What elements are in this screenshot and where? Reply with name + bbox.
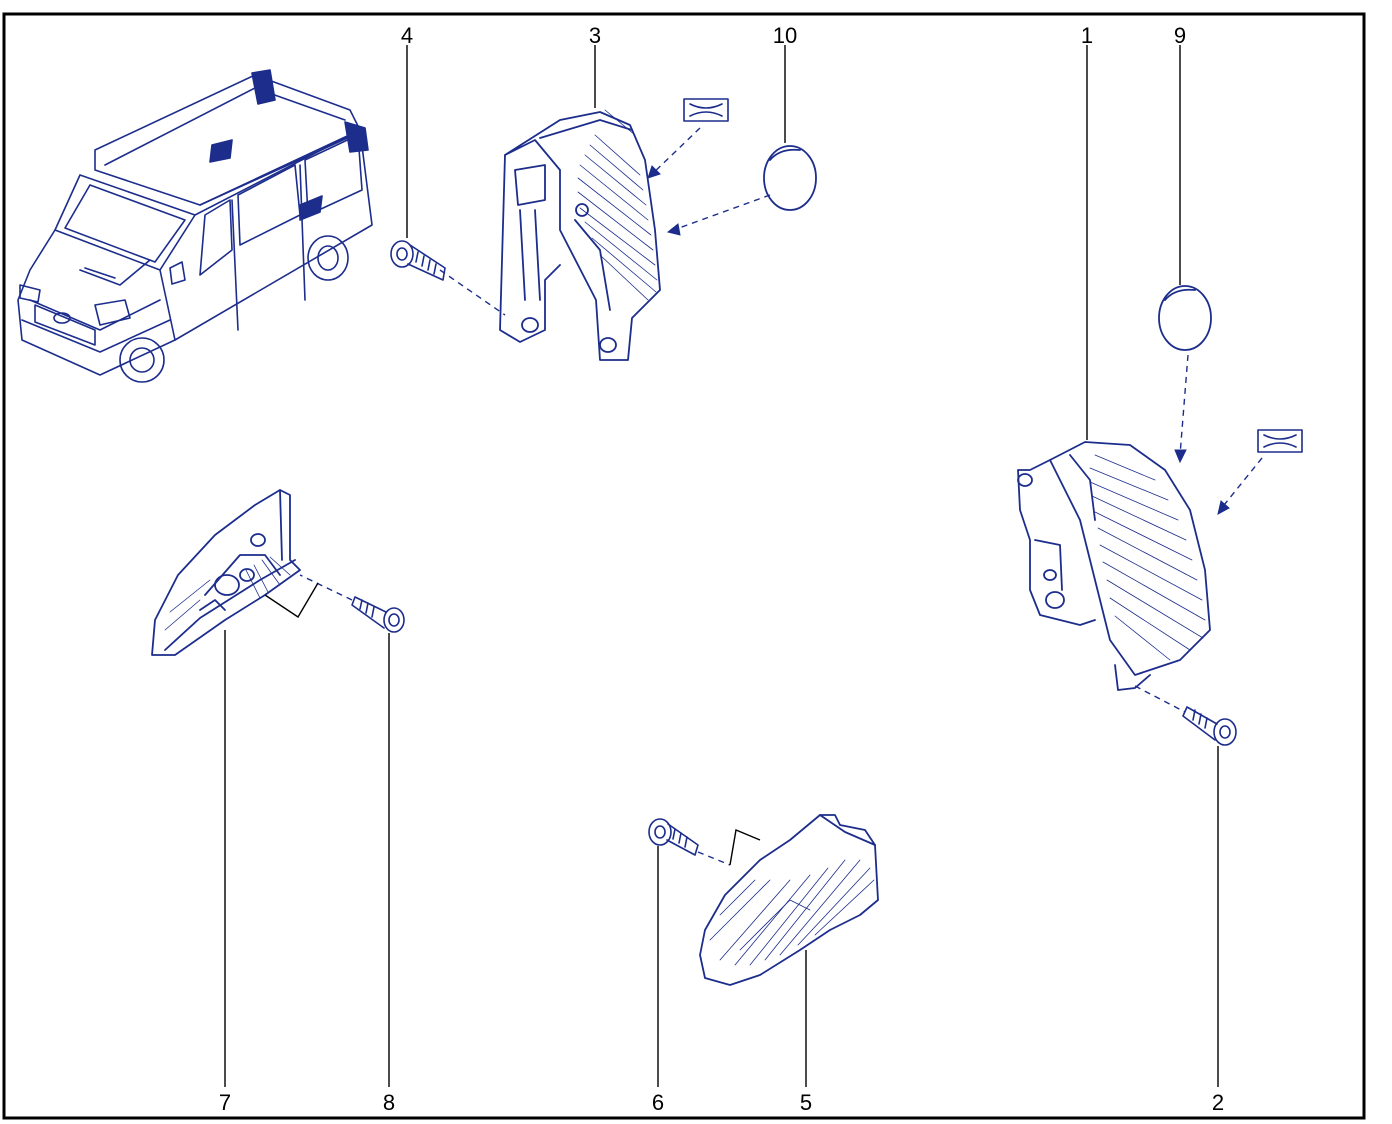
- callout-7: 7: [219, 1090, 231, 1115]
- gasket-icon: [1257, 429, 1303, 453]
- callout-8: 8: [383, 1090, 395, 1115]
- lamp-icon: [499, 109, 661, 361]
- leader-lines: [224, 45, 1219, 1087]
- callout-6: 6: [652, 1090, 664, 1115]
- callout-2: 2: [1212, 1090, 1224, 1115]
- van-icon: [17, 69, 373, 383]
- callout-4: 4: [401, 23, 413, 48]
- cap-icon: [1158, 285, 1212, 351]
- callout-10: 10: [773, 23, 797, 48]
- callout-1: 1: [1081, 23, 1093, 48]
- screw-icon: [351, 596, 405, 633]
- callout-5: 5: [800, 1090, 812, 1115]
- screw-icon: [648, 818, 699, 856]
- cap-icon: [763, 145, 817, 211]
- assembly-lines: [264, 127, 1263, 866]
- screw-icon: [390, 240, 446, 281]
- lamp-icon: [1017, 441, 1211, 691]
- diagram-frame: [2, 12, 1366, 1120]
- lamp-icon: [699, 814, 879, 986]
- gasket-icon: [683, 98, 729, 122]
- callout-9: 9: [1174, 23, 1186, 48]
- screw-icon: [1182, 706, 1237, 746]
- callout-3: 3: [589, 23, 601, 48]
- lamp-icon: [151, 489, 301, 656]
